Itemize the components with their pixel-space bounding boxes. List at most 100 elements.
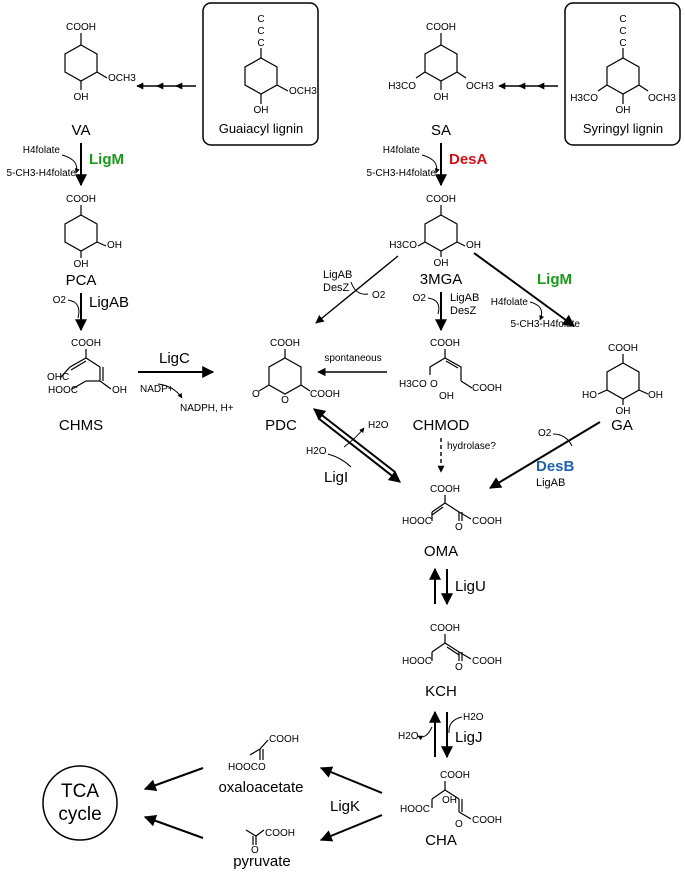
sa-label: SA [431, 122, 451, 139]
guaiacyl-och3: OCH3 [289, 86, 317, 97]
propyl-c1: C [257, 14, 264, 25]
oxaloacetate-hooc: HOOC [228, 762, 258, 773]
cha-hooc: HOOC [400, 804, 430, 815]
sa-ring [424, 44, 458, 82]
h2o-kch-out: H2O [398, 731, 419, 742]
va-ring [64, 44, 98, 82]
chms-to-pdc-reaction: NADP+ NADPH, H+ LigC [138, 350, 234, 414]
to-tca-arrows [143, 767, 204, 839]
oma-o: O [455, 522, 463, 533]
kch-cooh-2: COOH [472, 656, 502, 667]
compound-va: COOH OCH3 OH VA [64, 22, 136, 139]
chms-hooc: HOOC [48, 385, 78, 396]
mga-label: 3MGA [420, 271, 463, 288]
pdc-ring-o: O [281, 395, 289, 406]
compound-chmod: COOH COOH H3CO O OH CHMOD [399, 338, 502, 434]
ch3-h4folate-2: 5-CH3-H4folate [367, 168, 437, 179]
syringyl-lignin-box: C C C OCH3 H3CO OH Syringyl lignin [564, 2, 681, 146]
enzyme-ligm-3mga: LigM [537, 271, 572, 288]
pyruvate-label: pyruvate [233, 853, 291, 870]
compound-pyruvate: O COOH pyruvate [233, 828, 295, 870]
3mga-to-ga-reaction: H4folate 5-CH3-H4folate LigM [473, 252, 580, 330]
oma-label: OMA [424, 543, 458, 560]
guaiacyl-ring [244, 57, 278, 95]
chms-ohc: OHC [47, 372, 69, 383]
chmod-to-oma-reaction: hydrolase? [437, 438, 496, 473]
mga-ring [424, 214, 458, 252]
kch-label: KCH [425, 683, 457, 700]
compound-oxaloacetate: COOH O HOOC oxaloacetate [218, 734, 303, 796]
oxaloacetate-cooh: COOH [269, 734, 299, 745]
mga-cooh: COOH [426, 194, 456, 205]
sa-oh: OH [434, 92, 449, 103]
o2-ga: O2 [538, 428, 552, 439]
ga-to-oma-reaction: O2 DesB LigAB [488, 421, 601, 489]
ga-ho-left: HO [582, 390, 597, 401]
label-hydrolase: hydrolase? [447, 441, 496, 452]
3mga-to-chmod-reaction: O2 LigAB DesZ [413, 292, 479, 332]
chmod-o: O [430, 379, 438, 390]
ch3-h4folate-1: 5-CH3-H4folate [7, 168, 77, 179]
sa-to-3mga-reaction: H4folate 5-CH3-H4folate DesA [367, 143, 488, 187]
pdc-label: PDC [265, 417, 297, 434]
ga-oh-para: OH [616, 406, 631, 417]
oma-kch-ligu-reaction: LigU [429, 567, 486, 606]
chmod-cooh-2: COOH [472, 383, 502, 394]
nadp: NADP+ [140, 384, 174, 395]
propyl-c2: C [257, 26, 264, 37]
pdc-cooh: COOH [270, 338, 300, 349]
compound-chms: COOH OHC HOOC OH CHMS [47, 338, 127, 434]
o2-3mga-mid: O2 [413, 293, 427, 304]
tca-cycle-circle [42, 765, 118, 841]
va-cooh: COOH [66, 22, 96, 33]
chmod-label: CHMOD [413, 417, 470, 434]
enzyme-desz-3mga-mid: DesZ [450, 305, 477, 317]
cha-o: O [455, 819, 463, 830]
enzyme-ligab-ga: LigAB [536, 477, 565, 489]
compound-kch: COOH HOOC COOH O KCH [402, 623, 502, 700]
ga-ring [606, 362, 640, 400]
pdc-carbonyl-o: O [252, 389, 260, 400]
sa-h3co: H3CO [388, 81, 416, 92]
chmod-oh: OH [439, 391, 454, 402]
compound-3mga: COOH OH H3CO OH 3MGA [389, 194, 481, 288]
cha-oh: OH [442, 795, 457, 806]
sa-cooh: COOH [426, 22, 456, 33]
ga-oh-right: OH [648, 390, 663, 401]
enzyme-ligm-va: LigM [89, 151, 124, 168]
pca-ring [64, 214, 98, 252]
oxaloacetate-label: oxaloacetate [218, 779, 303, 796]
pyruvate-cooh: COOH [265, 828, 295, 839]
propyl-c1: C [619, 14, 626, 25]
pdc-oma-ligi-reaction: H2O H2O LigI [306, 408, 401, 486]
enzyme-ligab-3mga-mid: LigAB [450, 292, 479, 304]
cha-cooh-2: COOH [472, 815, 502, 826]
o2-pca: O2 [53, 295, 67, 306]
enzyme-ligab-3mga-left: LigAB [323, 269, 352, 281]
propyl-c2: C [619, 26, 626, 37]
va-oh: OH [74, 92, 89, 103]
enzyme-desz-3mga-left: DesZ [323, 282, 350, 294]
enzyme-ligc: LigC [159, 350, 190, 367]
pdc-ring [268, 357, 302, 395]
mga-oh-para: OH [434, 258, 449, 269]
compound-sa: COOH OCH3 H3CO OH SA [388, 22, 494, 139]
tca-line1: TCA [61, 781, 99, 802]
propyl-c3: C [257, 38, 264, 49]
mga-oh-meta: OH [466, 240, 481, 251]
syringyl-lignin-label: Syringyl lignin [583, 121, 663, 136]
compound-cha: COOH OH HOOC COOH O CHA [400, 770, 502, 849]
pca-to-chms-reaction: O2 LigAB [53, 293, 129, 332]
compound-oma: COOH HOOC COOH O OMA [402, 484, 502, 560]
va-to-pca-reaction: H4folate 5-CH3-H4folate LigM [7, 143, 124, 187]
chms-oh: OH [112, 385, 127, 396]
oma-cooh-2: COOH [472, 516, 502, 527]
syringyl-lignin-frame [564, 2, 681, 146]
guaiacyl-lignin-box: C C C OCH3 OH Guaiacyl lignin [202, 2, 319, 146]
kch-o: O [455, 662, 463, 673]
pyruvate-o: O [251, 845, 259, 856]
label-spontaneous: spontaneous [324, 353, 381, 364]
oma-hooc: HOOC [402, 516, 432, 527]
nadph: NADPH, H+ [180, 403, 234, 414]
chms-cooh: COOH [71, 338, 101, 349]
